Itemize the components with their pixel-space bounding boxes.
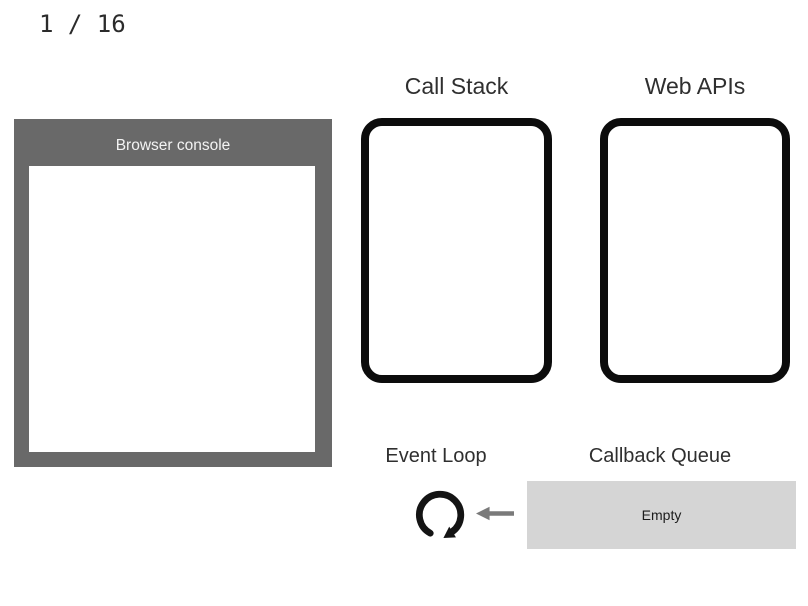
web-apis-title: Web APIs	[644, 73, 746, 99]
event-loop-label: Event Loop	[385, 445, 487, 467]
call-stack-title: Call Stack	[404, 73, 509, 99]
call-stack-box	[361, 118, 552, 383]
slide-counter: 1 / 16	[39, 10, 126, 38]
callback-queue-status: Empty	[641, 507, 682, 523]
callback-queue-box: Empty	[527, 481, 796, 549]
event-loop-cycle-icon	[416, 490, 465, 539]
web-apis-box	[600, 118, 790, 383]
queue-to-loop-arrow-icon	[476, 506, 514, 521]
callback-queue-label: Callback Queue	[588, 445, 732, 467]
browser-console-panel: Browser console	[14, 119, 332, 467]
browser-console-output	[29, 166, 315, 452]
browser-console-title: Browser console	[115, 137, 231, 154]
